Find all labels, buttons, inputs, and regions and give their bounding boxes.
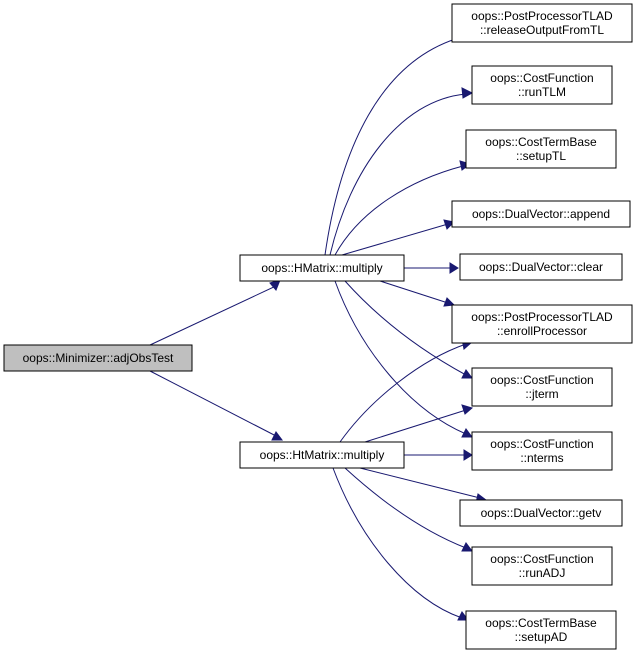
edge-adjobstest-hmatrix-multiply <box>149 279 281 346</box>
edge-hmatrix-append <box>341 219 456 256</box>
node-label: oops::HMatrix::multiply <box>261 261 382 275</box>
node-box[interactable] <box>239 441 405 469</box>
node-relout[interactable]: oops::PostProcessorTLAD::releaseOutputFr… <box>451 3 633 43</box>
node-label: oops::CostTermBase <box>485 616 597 630</box>
edge-hmatrix-runtlm <box>329 87 474 256</box>
node-jterm[interactable]: oops::CostFunction::jterm <box>471 367 613 407</box>
node-box[interactable] <box>465 610 617 650</box>
node-label: ::setupAD <box>515 630 568 644</box>
node-label: ::enrollProcessor <box>497 324 587 338</box>
node-enroll[interactable]: oops::PostProcessorTLAD::enrollProcessor <box>451 304 633 344</box>
edge-line <box>332 467 463 619</box>
node-label: oops::CostTermBase <box>485 135 597 149</box>
edge-arrowhead <box>461 369 473 379</box>
node-label: ::nterms <box>520 451 563 465</box>
node-label: ::runADJ <box>519 566 566 580</box>
node-box[interactable] <box>459 499 623 527</box>
node-label: oops::DualVector::getv <box>481 506 602 520</box>
node-box[interactable] <box>471 546 613 586</box>
node-clear[interactable]: oops::DualVector::clear <box>459 253 623 281</box>
node-label: ::jterm <box>525 387 558 401</box>
node-box[interactable] <box>451 304 633 344</box>
edge-line <box>324 36 463 256</box>
edge-line <box>149 370 279 438</box>
edge-arrowhead <box>443 297 456 307</box>
call-nodes: oops::Minimizer::adjObsTest oops::HMatrix… <box>3 3 633 650</box>
node-box[interactable] <box>465 129 617 169</box>
node-nterms[interactable]: oops::CostFunction::nterms <box>471 431 613 471</box>
edge-line <box>341 223 449 256</box>
node-htmul[interactable]: oops::HtMatrix::multiply <box>239 441 405 469</box>
edge-line <box>344 467 467 549</box>
node-label: oops::CostFunction <box>490 552 593 566</box>
edge-hmatrix-nterms <box>334 280 473 438</box>
edge-line <box>329 93 467 256</box>
node-label: oops::CostFunction <box>490 71 593 85</box>
node-setuptl[interactable]: oops::CostTermBase::setupTL <box>465 129 617 169</box>
edge-htmatrix-getv <box>359 467 488 504</box>
node-append[interactable]: oops::DualVector::append <box>451 200 631 228</box>
node-runtlm[interactable]: oops::CostFunction::runTLM <box>471 65 613 105</box>
node-box[interactable] <box>451 200 631 228</box>
node-getv[interactable]: oops::DualVector::getv <box>459 499 623 527</box>
node-label: oops::PostProcessorTLAD <box>471 9 613 23</box>
edge-arrowhead <box>463 449 473 461</box>
edge-adjobstest-htmatrix-multiply <box>149 370 283 441</box>
edge-arrowhead <box>461 404 474 415</box>
node-label: oops::HtMatrix::multiply <box>260 448 385 462</box>
node-label: oops::CostFunction <box>490 437 593 451</box>
edge-htmatrix-nterms <box>404 449 473 461</box>
node-box[interactable] <box>451 3 633 43</box>
node-hmul[interactable]: oops::HMatrix::multiply <box>239 254 405 282</box>
edge-line <box>334 165 464 256</box>
edge-hmatrix-clear <box>404 262 459 274</box>
node-label: oops::DualVector::clear <box>479 260 603 274</box>
node-label: oops::CostFunction <box>490 373 593 387</box>
node-label: oops::Minimizer::adjObsTest <box>23 351 174 365</box>
node-runadj[interactable]: oops::CostFunction::runADJ <box>471 546 613 586</box>
node-root[interactable]: oops::Minimizer::adjObsTest <box>3 344 193 372</box>
node-box[interactable] <box>471 367 613 407</box>
edge-line <box>359 467 481 499</box>
edge-hmatrix-setuptl <box>334 160 472 256</box>
edge-arrowhead <box>449 262 459 274</box>
node-box[interactable] <box>471 65 613 105</box>
node-box[interactable] <box>459 253 623 281</box>
edge-line <box>344 280 467 376</box>
edge-arrowhead <box>271 431 283 441</box>
edge-line <box>339 343 467 443</box>
edge-line <box>379 280 449 304</box>
node-label: oops::DualVector::append <box>472 207 610 221</box>
edge-hmatrix-jterm <box>344 280 473 379</box>
edge-htmatrix-enroll <box>339 338 474 443</box>
edge-arrowhead <box>461 87 474 99</box>
node-label: oops::PostProcessorTLAD <box>471 310 613 324</box>
node-label: ::releaseOutputFromTL <box>480 23 604 37</box>
edge-arrowhead <box>461 542 473 552</box>
call-edges <box>149 30 488 621</box>
node-box[interactable] <box>3 344 193 372</box>
node-label: ::runTLM <box>518 85 566 99</box>
edge-line <box>364 409 467 443</box>
edge-line <box>334 280 467 435</box>
edge-arrowhead <box>461 428 473 438</box>
edge-htmatrix-runadj <box>344 467 473 552</box>
edge-hmatrix-enroll <box>379 280 456 307</box>
edge-line <box>149 284 279 346</box>
edge-htmatrix-jterm <box>364 404 474 443</box>
node-box[interactable] <box>239 254 405 282</box>
node-setupad[interactable]: oops::CostTermBase::setupAD <box>465 610 617 650</box>
node-label: ::setupTL <box>516 149 566 163</box>
node-box[interactable] <box>471 431 613 471</box>
edge-htmatrix-setupad <box>332 467 469 621</box>
